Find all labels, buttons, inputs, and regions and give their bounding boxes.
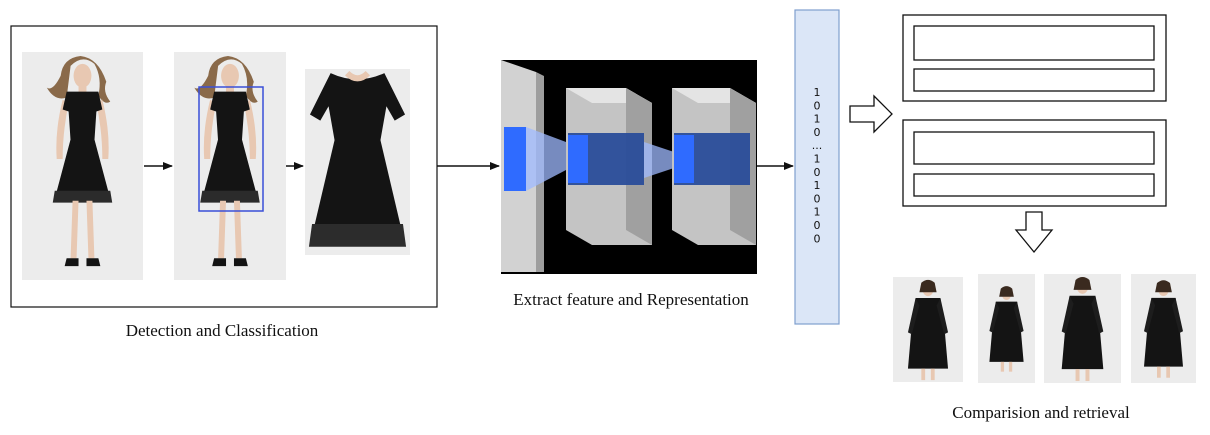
- hollow-arrow-down-icon: [1014, 211, 1054, 254]
- result-image: [893, 277, 963, 382]
- caption-extract: Extract feature and Representation: [513, 290, 749, 309]
- feature-bit: 1: [814, 113, 821, 126]
- feature-bit: 1: [814, 179, 821, 192]
- retrieval-panel-1: [902, 14, 1167, 102]
- feature-bit: 0: [814, 219, 821, 232]
- feature-bit: 1: [814, 86, 821, 99]
- feature-bit: 0: [814, 232, 821, 245]
- result-image: [978, 274, 1035, 383]
- result-image: [1044, 274, 1121, 383]
- bounding-box: [198, 86, 264, 212]
- feature-bit: 1: [814, 206, 821, 219]
- feature-bit: 0: [814, 166, 821, 179]
- detected-photo: [174, 52, 286, 280]
- feature-bit: 0: [814, 192, 821, 205]
- feature-vector: [794, 9, 840, 325]
- hollow-arrow-right-icon: [849, 94, 893, 134]
- panel-slot: [913, 173, 1155, 197]
- retrieval-panel-2: [902, 119, 1167, 207]
- cnn-network-icon: [501, 60, 757, 274]
- panel-slot: [913, 25, 1155, 61]
- result-image: [1131, 274, 1196, 383]
- caption-retrieval: Comparision and retrieval: [952, 403, 1130, 422]
- feature-bit: 1: [814, 153, 821, 166]
- retrieved-results: [893, 274, 1196, 383]
- feature-bit: 0: [814, 99, 821, 112]
- panel-slot: [913, 131, 1155, 165]
- cropped-dress: [305, 69, 410, 255]
- caption-detection: Detection and Classification: [126, 321, 319, 340]
- original-photo: [22, 52, 143, 280]
- panel-slot: [913, 68, 1155, 92]
- feature-bit: 0: [814, 126, 821, 139]
- feature-bit: ...: [812, 139, 823, 152]
